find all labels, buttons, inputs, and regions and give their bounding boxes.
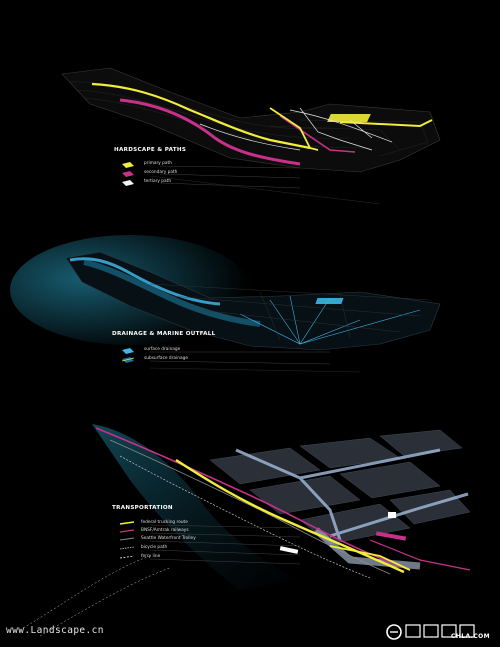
primary-path-line: [91, 82, 311, 150]
legend-label-trolley: Seattle Waterfront Trolley: [141, 536, 196, 541]
hardscape-terrain: [61, 67, 441, 173]
transportation-diagram: [19, 424, 471, 637]
legend-label-bicycle: bicycle path: [141, 545, 168, 550]
drainage-title: DRAINAGE & MARINE OUTFALL: [112, 331, 216, 337]
drainage-swatches: [121, 348, 135, 363]
legend-label-surface-drainage: surface drainage: [144, 347, 181, 352]
chla-logo: CHLA.COM: [382, 622, 492, 642]
trucking-route-line: [175, 458, 405, 574]
logo-text: CHLA.COM: [451, 633, 490, 640]
railway-line: [95, 427, 411, 571]
transportation-swatches: [119, 521, 135, 559]
hardscape-title: HARDSCAPE & PATHS: [114, 147, 187, 153]
legend-label-ferry: ferry line: [141, 554, 161, 559]
hardscape-swatches: [122, 162, 134, 186]
legend-label-primary-path: primary path: [144, 161, 172, 166]
logo-mark-icon: [386, 624, 475, 640]
surface-drainage-line: [269, 299, 301, 345]
watermark-text: www.Landscape.cn: [6, 625, 104, 636]
transportation-title: TRANSPORTATION: [112, 505, 173, 511]
legend-label-tertiary-path: tertiary path: [144, 179, 172, 184]
hardscape-diagram: [61, 67, 441, 205]
legend-label-secondary-path: secondary path: [144, 170, 178, 175]
legend-label-railways: BNSF/Amtrak railways: [141, 528, 189, 533]
legend-label-trucking: federal trucking route: [141, 520, 188, 525]
legend-label-subsurface-drainage: subsurface drainage: [144, 356, 188, 361]
drainage-diagram: [10, 235, 441, 373]
secondary-path-line: [119, 98, 301, 166]
